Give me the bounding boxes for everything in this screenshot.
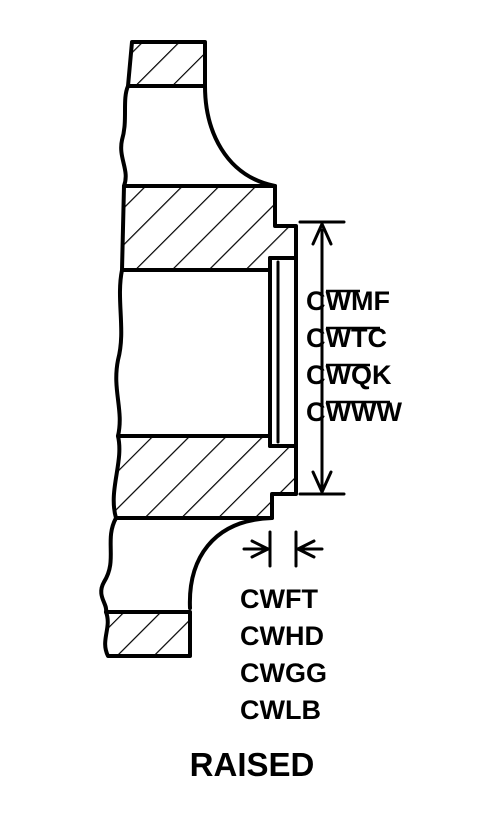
lower-hub-profile bbox=[99, 516, 118, 614]
lower-fillet bbox=[187, 516, 274, 610]
face-dim-code-1: CWMF bbox=[306, 286, 390, 316]
lower-wall-section bbox=[111, 434, 298, 520]
face-thk-code-4: CWLB bbox=[240, 695, 321, 725]
upper-fillet bbox=[203, 84, 277, 188]
face-thk-code-2: CWHD bbox=[240, 621, 324, 651]
bottom-flange-section bbox=[103, 610, 192, 658]
upper-hub-profile bbox=[119, 84, 130, 188]
raised-face bbox=[268, 256, 298, 448]
face-dim-code-2: CWTC bbox=[306, 323, 387, 353]
face-thickness-dimension bbox=[242, 530, 324, 568]
top-flange-section bbox=[126, 40, 207, 88]
bore-left-edge bbox=[114, 268, 124, 438]
face-thk-code-3: CWGG bbox=[240, 658, 327, 688]
face-height-dimension bbox=[298, 220, 346, 496]
diagram-title: RAISED bbox=[190, 746, 315, 783]
face-thk-code-1: CWFT bbox=[240, 584, 318, 614]
face-dim-code-3: CWQK bbox=[306, 360, 392, 390]
code-overlines bbox=[326, 289, 390, 404]
face-dim-code-4: CWWW bbox=[306, 397, 402, 427]
